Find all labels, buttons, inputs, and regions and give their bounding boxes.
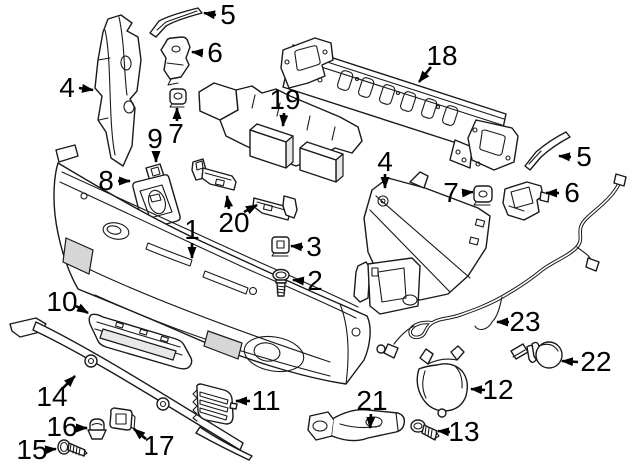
callout-6-top: 6 [207, 37, 223, 68]
callout-5-top: 5 [220, 0, 236, 30]
arrow-22 [561, 357, 579, 367]
part-19-impact-absorber [198, 82, 363, 183]
callout-2: 2 [307, 265, 323, 296]
part-7-clip-left [169, 88, 187, 108]
callout-19: 19 [269, 84, 301, 115]
arrow-3 [290, 242, 304, 252]
callout-14: 14 [36, 381, 68, 412]
callout-8: 8 [98, 165, 114, 196]
callout-17: 17 [143, 430, 175, 461]
callout-7-left: 7 [168, 118, 184, 149]
part-7-clip-right [473, 185, 493, 206]
part-12-fog-lamp [416, 345, 469, 418]
arrow-15 [43, 445, 57, 455]
part-20-bracket-b [252, 195, 298, 221]
callout-18: 18 [426, 40, 458, 71]
part-6-bracket-left [160, 36, 191, 86]
callout-13: 13 [448, 416, 480, 447]
arrow-14 [61, 375, 76, 390]
part-23-wiring-harness [376, 173, 627, 359]
arrow-19 [279, 112, 289, 127]
part-4-fender-liner-left [94, 14, 142, 167]
callout-1: 1 [184, 214, 200, 245]
part-5-seal-strip-left [149, 7, 203, 38]
arrow-21 [366, 413, 376, 429]
arrow-20a [224, 195, 234, 210]
part-2-bolt [272, 268, 290, 297]
part-1-bumper-cover [53, 144, 371, 385]
part-4-splash-shield-right [353, 171, 491, 315]
arrow-10 [75, 303, 89, 315]
part-17-clip [109, 407, 136, 431]
callout-22: 22 [580, 346, 612, 377]
part-14-skid-plate [9, 317, 253, 461]
callout-23: 23 [509, 306, 541, 337]
arrow-18 [417, 66, 433, 83]
callout-3: 3 [306, 231, 322, 262]
arrow-12 [470, 385, 486, 395]
part-3-clip [271, 236, 290, 257]
part-15-screw [57, 439, 88, 457]
arrow-2 [292, 276, 305, 286]
part-18-impact-bar [280, 37, 519, 171]
part-22-park-sensor [510, 341, 563, 369]
callout-10: 10 [46, 286, 78, 317]
callout-9: 9 [147, 123, 163, 154]
arrow-5-right [558, 152, 572, 162]
arrow-5-top [203, 10, 217, 20]
callout-6-right: 6 [564, 177, 580, 208]
callout-4-left: 4 [59, 72, 75, 103]
arrow-6-top [191, 48, 204, 58]
callout-7-right: 7 [443, 177, 459, 208]
arrow-20b [243, 203, 258, 215]
part-20-bracket-a [191, 158, 237, 191]
part-11-fog-lamp-bezel [192, 383, 238, 425]
arrow-4-left [78, 83, 94, 93]
part-5-seal-strip-right [524, 131, 571, 171]
callout-15: 15 [16, 434, 48, 465]
callout-arrows [43, 10, 579, 455]
arrow-17 [133, 428, 147, 440]
callout-16: 16 [46, 411, 78, 442]
part-10-lower-grille [88, 313, 193, 370]
part-6-bracket-right [502, 181, 550, 221]
callout-5-right: 5 [576, 141, 592, 172]
callout-4-right: 4 [377, 146, 393, 177]
callout-21: 21 [356, 385, 388, 416]
arrow-7-right [461, 188, 474, 198]
callout-12: 12 [482, 374, 514, 405]
part-16-nut [87, 418, 107, 440]
part-13-bolt [410, 419, 440, 441]
arrow-13 [437, 427, 451, 437]
callout-11: 11 [251, 385, 281, 416]
callout-20: 20 [218, 207, 250, 238]
